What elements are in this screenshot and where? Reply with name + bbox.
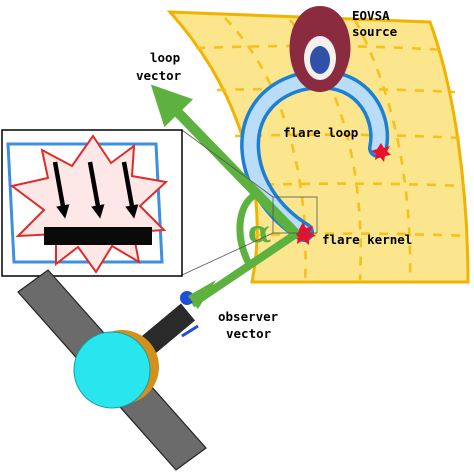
zoom-indicator [181,129,318,276]
eovsa-source-icon [289,6,351,92]
observer-vector-arrowhead [188,280,216,309]
zoom-box [272,196,318,234]
loop-vector-label-line1: loop [150,50,180,65]
detector-inset [1,129,183,277]
flare-kernel-label: flare kernel [322,232,412,247]
angle-arc [236,191,258,264]
satellite-body [73,331,151,409]
observer-vector-line [189,230,299,308]
flare-kernel-star-icon [291,222,316,245]
flare-loop-label: flare loop [283,125,358,140]
satellite-icon [17,269,216,471]
loop-footpoint-star-icon [371,143,391,162]
solar-surface [166,10,470,284]
observer-vector-label-line2: vector [226,326,272,341]
incoming-photon-arrows [52,161,139,219]
detector-bar [44,227,152,245]
telescope-aperture [181,324,199,338]
angle-alpha: α [248,215,271,250]
observer-vector-label-line1: observer [218,309,279,324]
observer-aperture-icon [180,291,194,305]
eovsa-label-line2: source [352,24,398,39]
eovsa-label-line1: EOVSA [352,8,390,23]
labels: EOVSA source loop vector flare loop flar… [136,8,412,341]
loop-vector-label-line2: vector [136,68,182,83]
